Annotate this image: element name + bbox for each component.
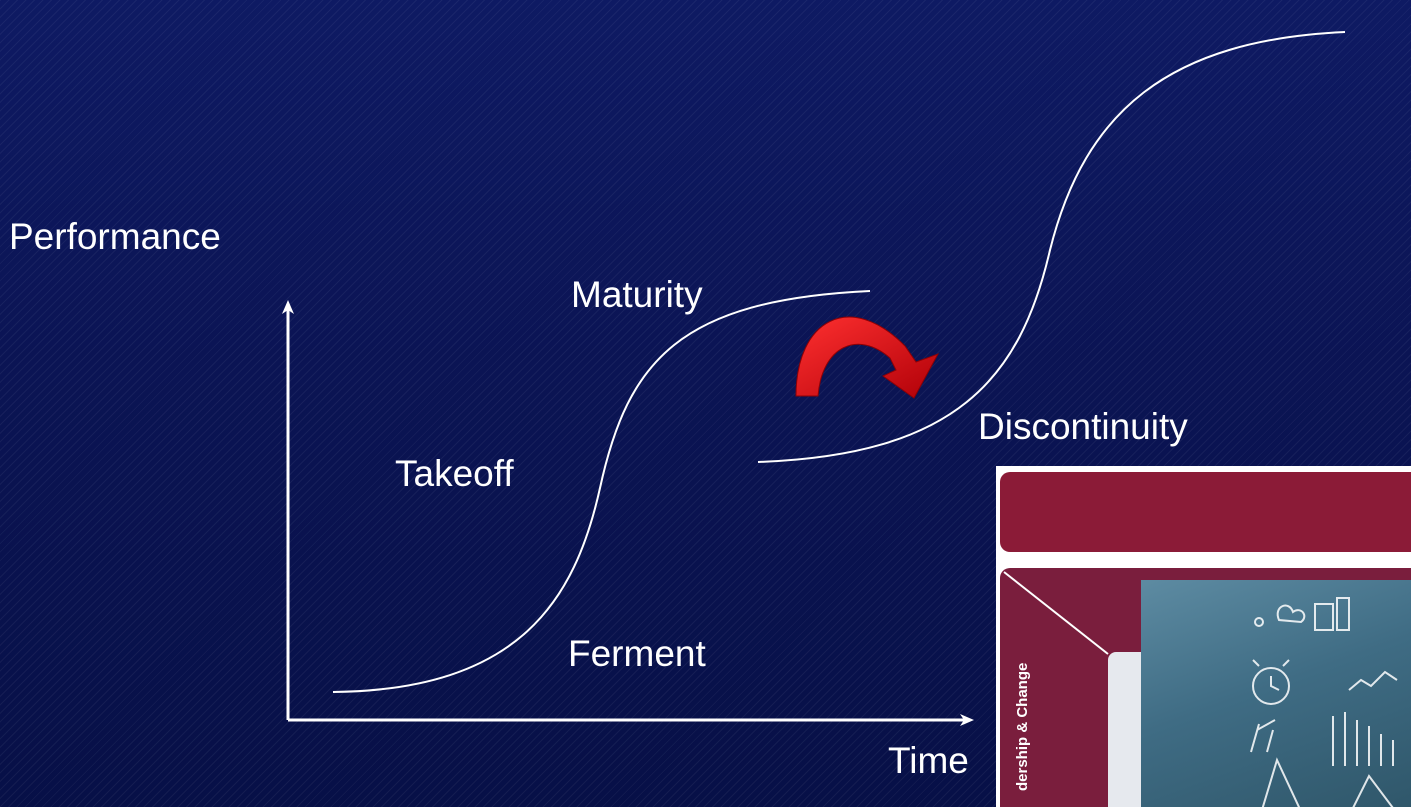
y-axis-label: Performance [9,216,221,257]
inset-slide-thumbnail: dership & Change [996,466,1411,807]
stage-label-discontinuity: Discontinuity [978,406,1188,447]
inset-vertical-text: dership & Change [1014,662,1031,791]
inset-banner [1000,472,1411,552]
s-curve-second [757,31,1346,463]
stage-label-takeoff: Takeoff [395,453,514,494]
x-axis-label: Time [888,740,969,781]
business-doodle-icon [1250,597,1398,807]
inset-photo [1141,580,1411,807]
s-curve-first [332,290,871,693]
stage-label-maturity: Maturity [571,274,703,315]
stage-label-ferment: Ferment [568,633,706,674]
inset-panel-diagonal [1003,571,1109,655]
curved-jump-arrow [795,316,940,399]
